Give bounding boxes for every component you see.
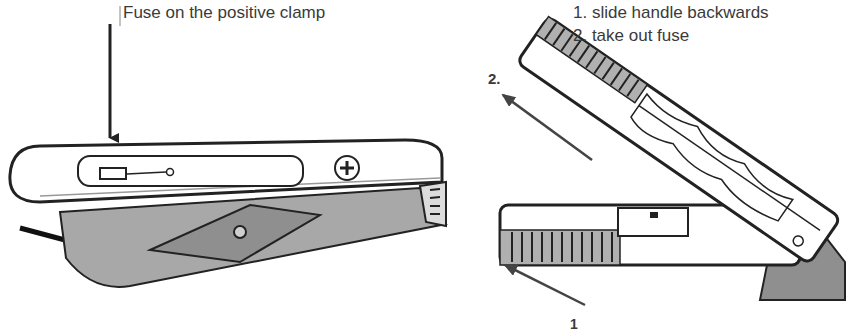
- fuse: [618, 208, 688, 236]
- step-arrow: [503, 95, 592, 160]
- fuse-window: [100, 168, 126, 179]
- fuse-hole: [167, 169, 174, 176]
- fuse-mark: [650, 212, 658, 218]
- handle-cover: [627, 92, 796, 224]
- pivot-pin: [234, 226, 246, 238]
- step-number: 1: [570, 316, 578, 333]
- grip-ribs: [512, 232, 612, 262]
- upper-handle: [10, 140, 442, 202]
- closed-clamp: [10, 140, 446, 287]
- step-number: 2.: [488, 70, 501, 88]
- lower-jaw: [60, 188, 446, 287]
- caption-text: Fuse on the positive clamp: [123, 3, 325, 23]
- caption-text: 1. slide handle backwards: [573, 3, 769, 23]
- caption-text: 2. take out fuse: [573, 26, 689, 46]
- step-arrow: [505, 265, 585, 305]
- screw: [791, 234, 805, 248]
- grip: [500, 230, 620, 265]
- pivot-spring: [150, 205, 320, 262]
- fuse-cover: [78, 156, 303, 186]
- jaw-teeth: [430, 189, 440, 214]
- screw: [335, 156, 359, 180]
- leader-line: [120, 6, 121, 26]
- fuse-slot: [127, 172, 166, 174]
- open-clamp: [500, 16, 845, 305]
- handle-seam: [639, 106, 820, 231]
- pointer-arrow: [109, 24, 112, 138]
- screw-cross: [340, 161, 354, 175]
- jaw-tip: [420, 182, 446, 226]
